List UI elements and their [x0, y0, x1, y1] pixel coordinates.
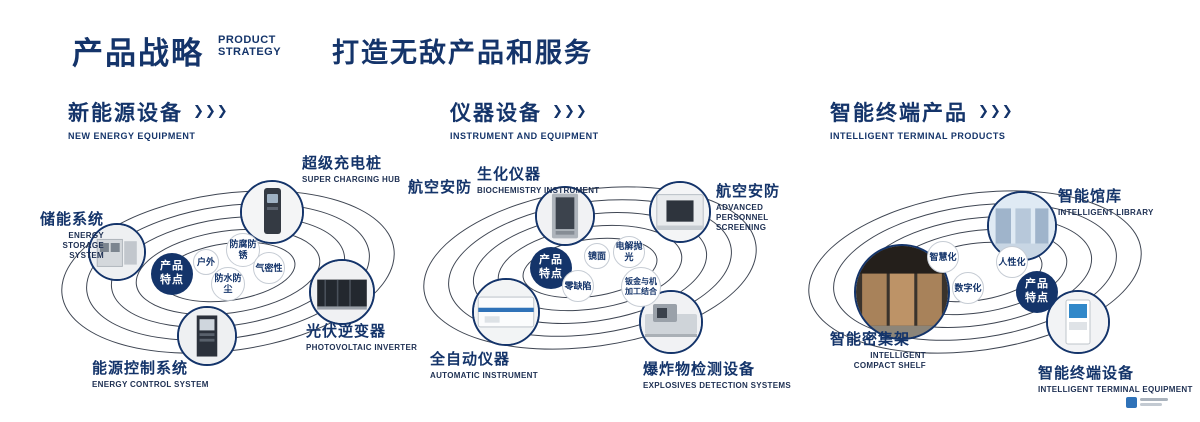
energy-control-icon — [179, 308, 235, 364]
badge-text-line1: 产品 — [160, 260, 184, 273]
feature-bubble-humanized: 人性化 — [996, 246, 1028, 278]
badge-product-features: 产品 特点 — [151, 253, 193, 295]
badge-text-line2: 特点 — [1025, 292, 1049, 304]
feature-bubble-airtightness: 气密性 — [253, 252, 285, 284]
chevron-right-icon: ❯❯❯ — [978, 103, 1014, 118]
product-image-pv-inverter — [309, 259, 375, 325]
label-aviation-security: 航空安防 — [408, 176, 472, 197]
feature-bubble-anti-corrosion: 防腐防锈 — [226, 233, 260, 267]
feature-bubble-mirror-finish: 镜面 — [584, 243, 610, 269]
page-title: 产品战略 — [72, 36, 204, 71]
product-image-energy-control — [177, 306, 237, 366]
product-name: 全自动仪器 — [430, 351, 511, 368]
section-header-new-energy: 新能源设备 ❯❯❯ NEW ENERGY EQUIPMENT — [68, 97, 229, 141]
section-title: 智能终端产品 — [830, 102, 968, 125]
feature-bubble-waterproof: 防水防尘 — [211, 267, 245, 301]
feature-bubble-zero-defect: 零缺陷 — [562, 270, 594, 302]
product-image-super-charging-hub — [240, 180, 304, 244]
terminal-equipment-icon — [1048, 292, 1108, 352]
page-title-en-line2: STRATEGY — [218, 46, 282, 59]
product-name: 智能终端设备 — [1038, 365, 1135, 382]
product-name: 生化仪器 — [477, 166, 542, 183]
section-title: 新能源设备 — [68, 102, 183, 125]
label-super-charging-hub: 超级充电桩 SUPER CHARGING HUB — [302, 152, 400, 185]
product-image-energy-storage — [88, 223, 146, 281]
label-personnel-screening: 航空安防 ADVANCED PERSONNEL SCREENING — [716, 180, 816, 233]
product-image-automatic-instrument — [472, 278, 540, 346]
section-title: 仪器设备 — [450, 102, 542, 125]
corner-logo-icon — [1126, 397, 1168, 408]
feature-bubble-sheet-metal: 钣金与机加工结合 — [621, 267, 661, 307]
pv-inverter-icon — [311, 261, 373, 323]
product-name-en: AUTOMATIC INSTRUMENT — [430, 371, 538, 380]
product-image-terminal-equipment — [1046, 290, 1110, 354]
product-name-en: INTELLIGENT LIBRARY — [1058, 208, 1154, 217]
energy-storage-icon — [90, 225, 144, 279]
automatic-instrument-icon — [474, 280, 538, 344]
feature-bubble-electro-polishing: 电解抛光 — [613, 236, 645, 268]
product-image-intelligent-library — [987, 191, 1057, 261]
product-name-en: ENERGY CONTROL SYSTEM — [92, 380, 209, 389]
slogan: 打造无敌产品和服务 — [332, 38, 593, 68]
product-name-en: EXPLOSIVES DETECTION SYSTEMS — [643, 381, 791, 390]
badge-text-line1: 产品 — [539, 254, 563, 267]
feature-bubble-intelligent: 智慧化 — [927, 241, 959, 273]
page-title-en-line1: PRODUCT — [218, 34, 276, 46]
badge-text-line2: 特点 — [160, 274, 184, 286]
section-subtitle: INSTRUMENT AND EQUIPMENT — [450, 131, 599, 141]
chevron-right-icon: ❯❯❯ — [552, 103, 588, 118]
product-name: 航空安防 — [408, 179, 473, 196]
label-terminal-equipment: 智能终端设备 INTELLIGENT TERMINAL EQUIPMENT — [1038, 362, 1193, 395]
biochemistry-instrument-icon — [537, 188, 593, 244]
product-image-personnel-screening — [649, 181, 711, 243]
badge-text-line1: 产品 — [1025, 278, 1049, 291]
product-name: 储能系统 — [39, 211, 104, 228]
label-automatic-instrument: 全自动仪器 AUTOMATIC INSTRUMENT — [430, 348, 538, 381]
label-pv-inverter: 光伏逆变器 PHOTOVOLTAIC INVERTER — [306, 320, 417, 353]
badge-product-features: 产品 特点 — [1016, 271, 1058, 313]
product-name-en: SUPER CHARGING HUB — [302, 175, 401, 184]
product-name-en: BIOCHEMISTRY INSTRUMENT — [477, 186, 600, 195]
product-name: 超级充电桩 — [302, 155, 383, 172]
corner-logo — [1126, 396, 1170, 414]
product-name: 航空安防 — [716, 183, 781, 200]
product-name: 能源控制系统 — [92, 360, 189, 377]
label-biochemistry: 生化仪器 BIOCHEMISTRY INSTRUMENT — [477, 163, 599, 196]
product-name-en: ADVANCED PERSONNEL SCREENING — [716, 203, 769, 232]
product-name: 智能密集架 — [830, 331, 911, 348]
product-name-en: PHOTOVOLTAIC INVERTER — [306, 343, 418, 352]
chevron-right-icon: ❯❯❯ — [193, 103, 229, 118]
product-name: 智能馆库 — [1058, 188, 1123, 205]
feature-bubble-outdoor: 户外 — [193, 249, 219, 275]
product-name-en: INTELLIGENT TERMINAL EQUIPMENT — [1038, 385, 1193, 394]
label-intelligent-library: 智能馆库 INTELLIGENT LIBRARY — [1058, 185, 1154, 218]
section-header-intelligent: 智能终端产品 ❯❯❯ INTELLIGENT TERMINAL PRODUCTS — [830, 97, 1014, 141]
label-compact-shelf: 智能密集架 INTELLIGENT COMPACT SHELF — [830, 328, 938, 371]
badge-product-features: 产品 特点 — [530, 247, 572, 289]
product-image-biochemistry — [535, 186, 595, 246]
label-energy-control: 能源控制系统 ENERGY CONTROL SYSTEM — [92, 357, 209, 390]
page-title-en: PRODUCT STRATEGY — [218, 34, 281, 58]
section-subtitle: INTELLIGENT TERMINAL PRODUCTS — [830, 131, 1006, 141]
label-explosives-detection: 爆炸物检测设备 EXPLOSIVES DETECTION SYSTEMS — [643, 358, 791, 391]
product-name-en: INTELLIGENT COMPACT SHELF — [853, 351, 926, 370]
feature-bubble-digitalized: 数字化 — [952, 272, 984, 304]
personnel-screening-icon — [651, 183, 709, 241]
label-energy-storage: 储能系统 ENERGY STORAGE SYSTEM — [18, 208, 104, 261]
product-name-en: ENERGY STORAGE SYSTEM — [62, 231, 104, 260]
badge-text-line2: 特点 — [539, 268, 563, 280]
product-name: 光伏逆变器 — [306, 323, 387, 340]
super-charging-hub-icon — [242, 182, 302, 242]
section-subtitle: NEW ENERGY EQUIPMENT — [68, 131, 196, 141]
section-header-instruments: 仪器设备 ❯❯❯ INSTRUMENT AND EQUIPMENT — [450, 97, 599, 141]
product-name: 爆炸物检测设备 — [643, 361, 756, 378]
